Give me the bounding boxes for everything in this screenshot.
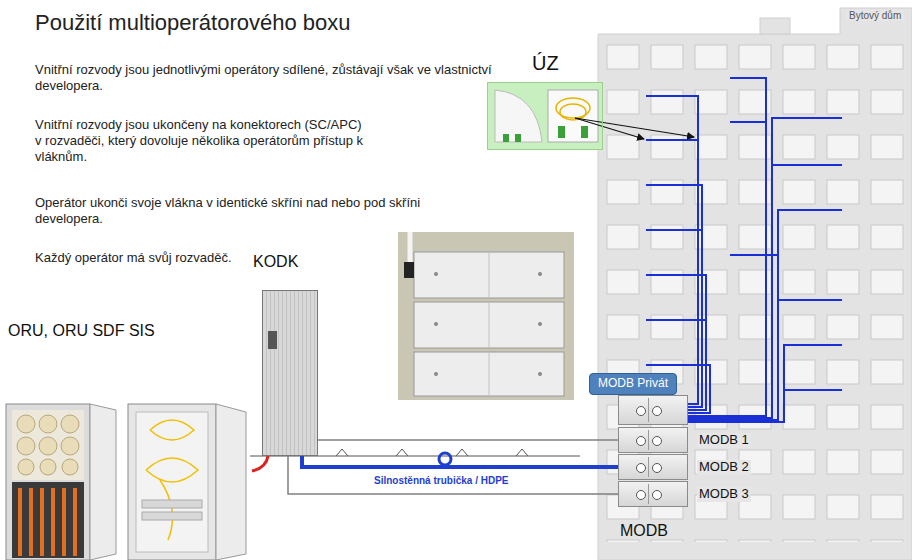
port-symbol — [636, 436, 646, 446]
operator-box: MODB 1 — [618, 427, 688, 453]
leader-arrow — [575, 118, 694, 139]
node-label: MODB — [620, 522, 668, 540]
port-symbol — [636, 490, 646, 500]
port-symbol — [652, 436, 662, 446]
oru-cabinets — [6, 404, 246, 560]
node-label: ÚZ — [532, 52, 559, 75]
fiber-risers — [646, 78, 842, 422]
cable-connector — [318, 439, 618, 441]
cable-connector — [302, 456, 618, 467]
node-label: MODB 2 — [697, 460, 751, 475]
node-label: KODK — [253, 253, 298, 271]
node-label: MODB 1 — [697, 433, 751, 448]
operator-box: MODB 2 — [618, 454, 688, 480]
port-symbol — [652, 490, 662, 500]
duct-label: Silnostěnná trubička / HDPE — [372, 475, 510, 486]
power-cable — [252, 456, 268, 471]
modb-photo — [398, 232, 574, 400]
port-symbol — [652, 463, 662, 473]
duct-loop — [439, 453, 451, 465]
note-text: Operátor ukonči svoje vlákna v identické… — [35, 195, 475, 227]
divider — [648, 484, 649, 504]
street-cabinet: KODK — [262, 290, 318, 456]
note-text: Vnitřní rozvody jsou jednotlivými operát… — [35, 62, 500, 94]
divider — [648, 398, 649, 422]
node-label: MODB 3 — [697, 487, 751, 502]
private-box: MODB Privát — [618, 395, 688, 425]
port-symbol — [636, 463, 646, 473]
note-text: Vnitřní rozvody jsou ukončeny na konekto… — [35, 117, 365, 165]
divider — [648, 430, 649, 450]
cable-connector — [288, 456, 618, 494]
terminal-box-picture — [487, 82, 603, 150]
port-symbol — [652, 406, 662, 416]
divider — [648, 457, 649, 477]
building — [598, 8, 912, 560]
cabinet-caption: ORU, ORU SDF SIS — [8, 322, 155, 340]
node-label: MODB Privát — [589, 373, 677, 395]
port-symbol — [636, 406, 646, 416]
title: Použití multioperátorového boxu — [35, 10, 351, 36]
box-stack: MODBMODB PrivátMODB 1MODB 2MODB 3 — [586, 372, 692, 512]
building-label: Bytový dům — [846, 10, 904, 21]
terminal-box: ÚZ — [487, 82, 603, 150]
cabinet-lock — [268, 331, 277, 349]
operator-box: MODB 3 — [618, 481, 688, 507]
